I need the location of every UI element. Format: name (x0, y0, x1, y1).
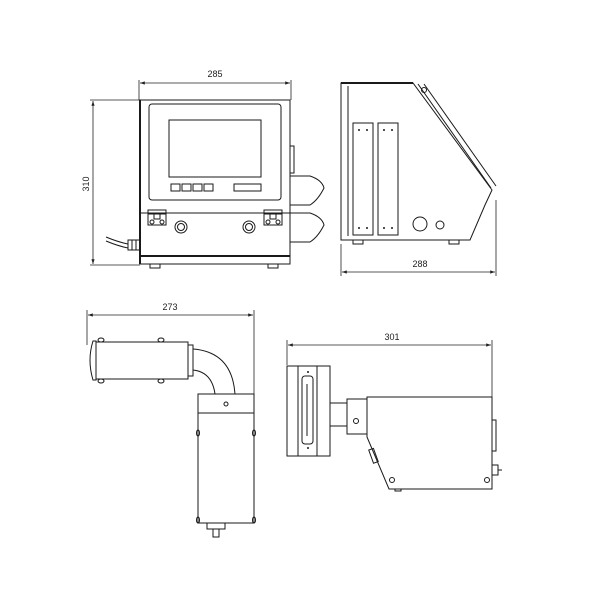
head-top-length-label: 273 (162, 302, 177, 312)
key-4 (203, 183, 214, 192)
printhead-block (197, 393, 255, 414)
printhead-fitting (212, 528, 220, 538)
printhead-barrel (95, 341, 189, 380)
key-2 (181, 183, 192, 192)
nozzle-plate (286, 365, 331, 457)
cabinet-body (139, 99, 291, 265)
side-view: 288 (340, 82, 497, 276)
side-depth-label: 288 (412, 259, 427, 269)
printhead-side-view: 301 (286, 332, 502, 492)
connector-right (242, 220, 256, 234)
printhead-holder-bottom (290, 212, 325, 243)
hinge-right (263, 209, 283, 226)
display-bezel (148, 103, 282, 201)
side-valve (435, 220, 445, 230)
printhead-electronics-housing (366, 396, 493, 490)
status-bar (233, 183, 262, 192)
key-1 (170, 183, 181, 192)
front-view: 285 310 (81, 69, 325, 269)
printhead-housing (197, 412, 255, 524)
side-panel-right (377, 122, 399, 236)
touch-screen (168, 119, 262, 178)
nozzle-slot (301, 375, 314, 445)
cable-gland (491, 464, 499, 476)
hinge-left (147, 209, 167, 226)
power-cable (105, 236, 129, 245)
key-3 (192, 183, 203, 192)
side-cabinet-outline (340, 82, 493, 241)
side-port (412, 216, 428, 232)
side-panel-left (352, 122, 374, 236)
printhead-top-view: 273 (86, 302, 256, 538)
connector-left (174, 220, 188, 234)
front-height-label: 310 (81, 176, 91, 191)
head-side-length-label: 301 (384, 332, 399, 342)
front-width-label: 285 (207, 69, 222, 79)
foot-right (267, 263, 279, 269)
printhead-holder-top (290, 175, 325, 206)
foot-left (149, 263, 161, 269)
